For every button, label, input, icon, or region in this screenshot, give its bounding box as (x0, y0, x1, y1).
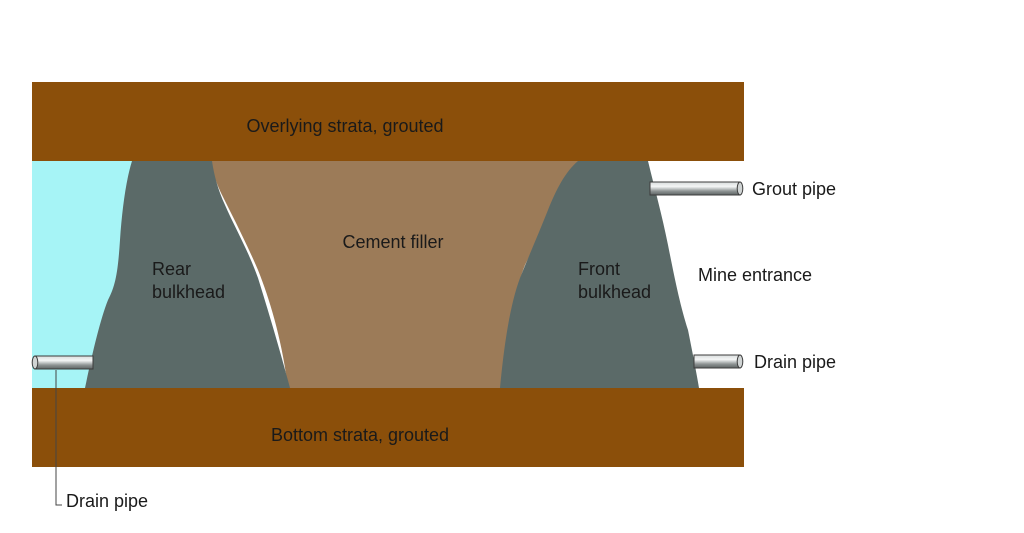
rear-bulkhead-label-line2: bulkhead (152, 282, 225, 302)
drain-pipe-left (31, 355, 94, 370)
drain-pipe-right-label: Drain pipe (754, 352, 836, 372)
front-bulkhead-label-line2: bulkhead (578, 282, 651, 302)
cement-filler-label: Cement filler (342, 232, 443, 252)
bottom-strata-label: Bottom strata, grouted (271, 425, 449, 445)
rear-bulkhead-label-line1: Rear (152, 259, 191, 279)
cement-filler-region (210, 161, 580, 388)
grout-pipe (649, 181, 744, 196)
front-bulkhead-shape (500, 161, 699, 388)
rear-bulkhead-shape (85, 161, 290, 388)
overlying-strata-label: Overlying strata, grouted (246, 116, 443, 136)
grout-pipe-label: Grout pipe (752, 179, 836, 199)
overlying-strata-block (32, 82, 744, 161)
front-bulkhead-label-line1: Front (578, 259, 620, 279)
drain-pipe-right (693, 354, 744, 369)
drain-pipe-leader-line (55, 370, 62, 506)
drain-pipe-left-label: Drain pipe (66, 491, 148, 511)
bottom-strata-block (32, 388, 744, 467)
mine-entrance-label: Mine entrance (698, 265, 812, 285)
